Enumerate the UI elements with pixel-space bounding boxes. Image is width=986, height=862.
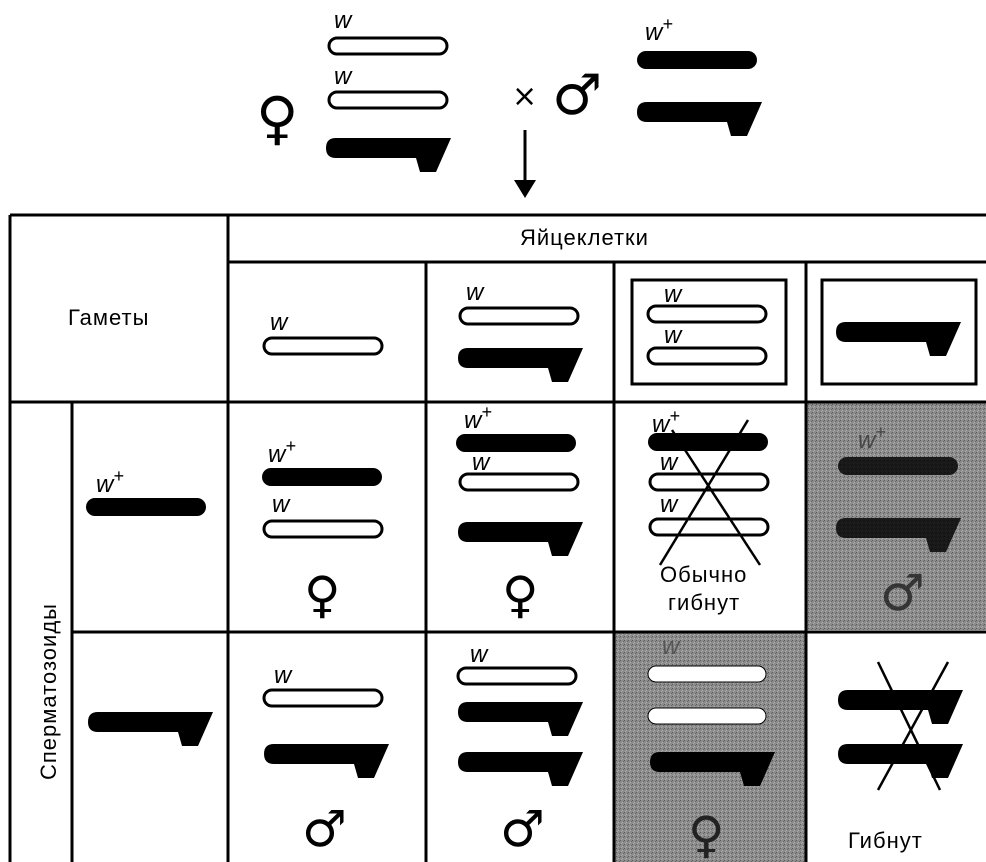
female-parent: w w ♀ xyxy=(256,7,451,172)
sperm-gamete-x: w+ xyxy=(86,466,206,516)
svg-text:w: w xyxy=(272,491,291,518)
sperm-header: Сперматозоиды xyxy=(36,603,61,780)
svg-text:w+: w+ xyxy=(268,436,296,468)
cell-r1c4: w+ ♂ xyxy=(836,422,961,622)
svg-text:w+: w+ xyxy=(858,422,886,454)
cell-r1c3: w+ w w Обычно гибнут xyxy=(648,406,770,615)
cell-r1c2: w+ w ♀ xyxy=(456,402,583,624)
male-x-label: w+ xyxy=(645,14,673,46)
male-x-chromosome xyxy=(637,51,757,69)
female-y-chromosome xyxy=(326,138,451,172)
cell-r2c3: w ♀ xyxy=(647,633,775,862)
note-usually: Обычно xyxy=(660,562,747,587)
svg-text:w: w xyxy=(664,322,683,349)
male-sign-icon: ♂ xyxy=(302,800,347,858)
eggs-header: Яйцеклетки xyxy=(520,225,649,250)
svg-text:w: w xyxy=(660,449,679,476)
svg-text:w+: w+ xyxy=(96,466,124,498)
male-sign-icon: ♂ xyxy=(880,564,925,622)
cross-out-mark xyxy=(658,419,762,566)
male-y-chromosome xyxy=(637,102,762,136)
egg-gamete-xy: w xyxy=(458,279,583,382)
male-sign-icon: ♂ xyxy=(552,63,602,128)
cell-r2c2: w ♂ xyxy=(456,641,583,858)
male-parent: w+ xyxy=(637,14,762,136)
note-die: гибнут xyxy=(668,590,740,615)
cross-sign: × xyxy=(512,79,537,114)
down-arrow-icon xyxy=(514,130,536,198)
cell-r2c4: Гибнут xyxy=(838,661,963,853)
svg-text:w: w xyxy=(466,279,485,306)
male-sign-icon: ♂ xyxy=(500,800,545,858)
female-x-chromosome-1 xyxy=(327,36,449,56)
svg-text:w: w xyxy=(472,449,491,476)
egg-gamete-y xyxy=(836,322,961,356)
sperm-gamete-y xyxy=(88,712,213,746)
svg-text:w: w xyxy=(660,491,679,518)
note-die-y: Гибнут xyxy=(848,828,923,853)
female-x1-label: w xyxy=(334,7,353,34)
egg-gamete-xx: w w xyxy=(646,281,768,366)
svg-text:w: w xyxy=(662,633,681,660)
cell-r2c1: w ♂ xyxy=(262,662,389,858)
svg-text:w: w xyxy=(274,662,293,689)
cell-r1c1: w+ w ♀ xyxy=(262,436,384,624)
punnett-table: Яйцеклетки Гаметы Сперматозоиды w w w w … xyxy=(8,213,986,862)
female-x-chromosome-2 xyxy=(327,90,449,110)
female-sign-icon: ♀ xyxy=(304,566,341,624)
gamete-box-xx xyxy=(630,278,788,386)
female-sign-icon: ♀ xyxy=(256,84,298,152)
female-sign-icon: ♀ xyxy=(502,566,539,624)
svg-text:w+: w+ xyxy=(652,406,680,438)
female-sign-icon: ♀ xyxy=(688,806,725,862)
female-x2-label: w xyxy=(334,63,353,90)
svg-text:w: w xyxy=(664,281,683,308)
gametes-header: Гаметы xyxy=(68,305,149,330)
svg-text:w: w xyxy=(270,309,289,336)
egg-gamete-x: w xyxy=(262,309,384,356)
svg-text:w+: w+ xyxy=(464,402,492,434)
svg-text:w: w xyxy=(470,641,489,668)
gamete-box-y xyxy=(820,278,978,386)
cross-out-mark xyxy=(876,661,950,791)
cell-r1c4-shade xyxy=(806,402,986,630)
